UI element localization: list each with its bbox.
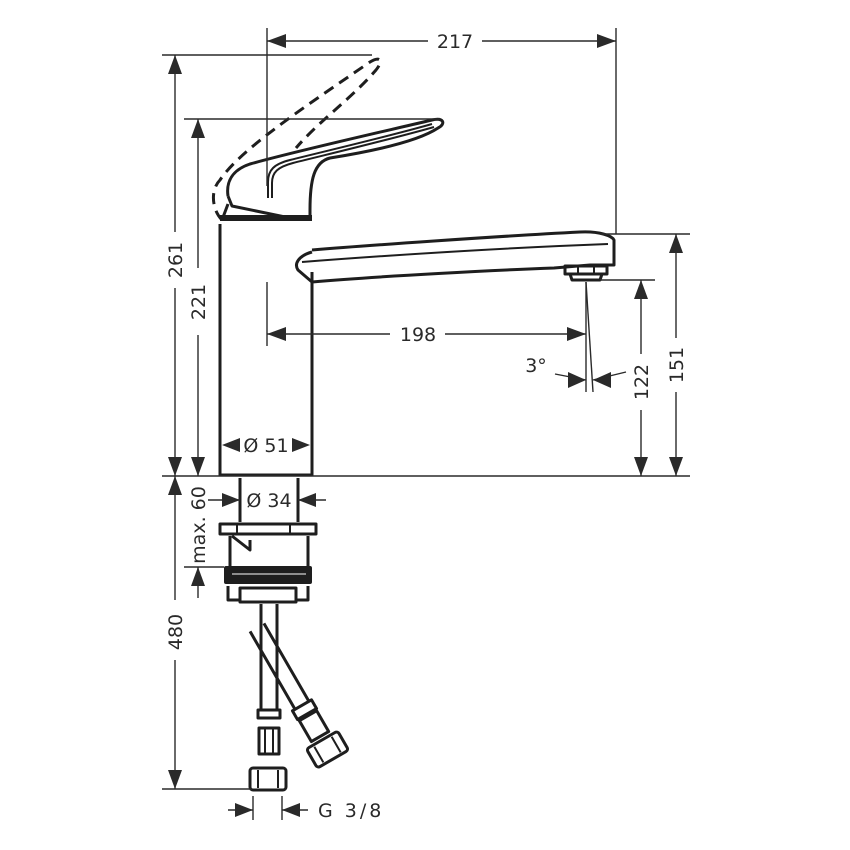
lever-handle — [226, 117, 445, 218]
label-122: 122 — [631, 364, 653, 400]
mounting-plate — [218, 522, 318, 536]
dim-spout-reach-outlet: 198 — [266, 282, 586, 346]
mounting-body — [228, 536, 310, 566]
hose-angled — [248, 622, 349, 769]
label-261: 261 — [165, 242, 187, 278]
dim-body-diameter: Ø 51 — [222, 435, 310, 457]
faucet-body — [218, 224, 314, 477]
nut-base — [238, 586, 298, 604]
dim-spout-reach-total: 217 — [266, 28, 617, 234]
hose-straight — [259, 604, 279, 710]
label-198: 198 — [400, 324, 436, 346]
hose-nut — [248, 766, 288, 792]
label-151: 151 — [666, 347, 688, 383]
dim-max-counter-thickness: max. 60 — [184, 486, 224, 598]
label-diameter-34: Ø 34 — [246, 490, 291, 512]
lever-base-edge — [226, 195, 291, 220]
dim-overall-height-lever-up: 261 — [162, 54, 372, 476]
spout-edge-line — [301, 243, 609, 263]
faucet-outline — [212, 57, 616, 792]
hose-ferrule — [256, 708, 282, 720]
label-217: 217 — [437, 31, 473, 53]
lever-highlight-2 — [271, 126, 435, 198]
label-480: 480 — [165, 614, 187, 650]
dim-connection-thread: G 3/8 — [228, 796, 384, 822]
label-3-degrees: 3° — [525, 355, 547, 377]
label-diameter-51: Ø 51 — [243, 435, 288, 457]
nut-lugs — [226, 586, 310, 602]
aerator — [563, 264, 609, 276]
label-g-3-8: G 3/8 — [318, 800, 384, 822]
dim-spray-angle: 3° — [525, 281, 627, 393]
body-top-band — [220, 215, 312, 221]
dim-spout-top-height: 151 — [600, 233, 690, 476]
aerator-tip — [568, 273, 604, 282]
mounting-nut — [224, 566, 312, 584]
lever-highlight — [267, 123, 433, 198]
dim-outlet-height: 122 — [600, 279, 655, 476]
lever-front-edge — [220, 203, 230, 221]
lever-raised-position — [212, 57, 382, 222]
hose-crimp — [257, 726, 281, 756]
label-max-60: max. 60 — [188, 486, 210, 564]
dim-hose-length: 480 — [162, 476, 252, 790]
mounting-wedge — [231, 534, 252, 552]
dim-overall-height: 221 — [184, 118, 440, 476]
label-221: 221 — [188, 284, 210, 320]
dim-shank-diameter: Ø 34 — [208, 490, 326, 512]
